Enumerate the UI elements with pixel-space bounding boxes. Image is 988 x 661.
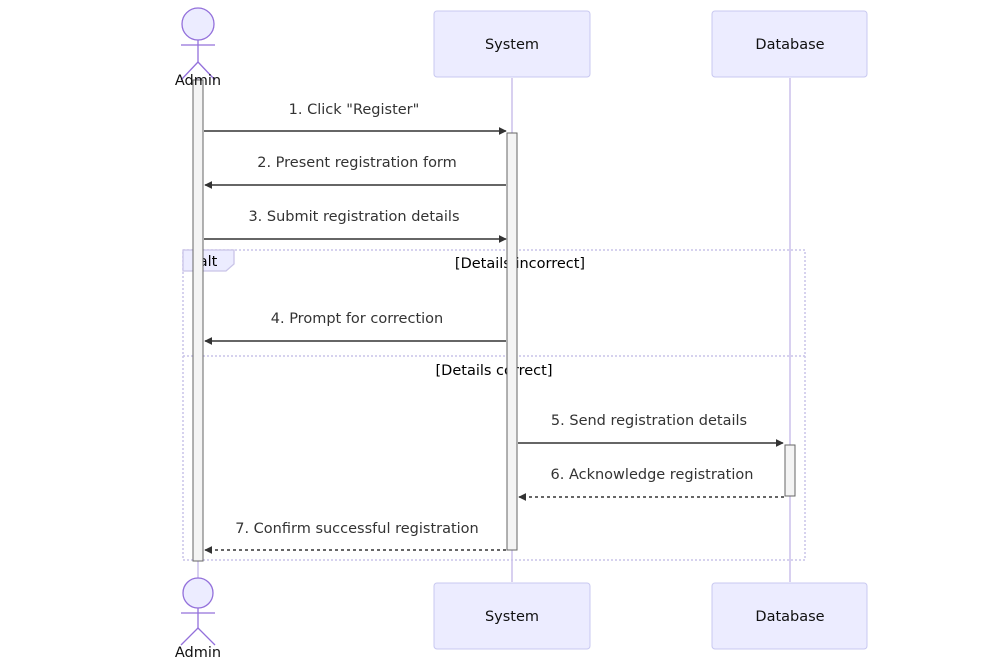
message-5-label: 5. Send registration details bbox=[551, 413, 747, 429]
alt-frame-border bbox=[182, 249, 806, 561]
participant-system-top bbox=[433, 10, 591, 78]
activation-admin bbox=[192, 79, 204, 562]
message-4-label: 4. Prompt for correction bbox=[271, 311, 443, 327]
activation-database bbox=[784, 444, 796, 497]
participant-database-bottom bbox=[711, 582, 868, 650]
message-2-label: 2. Present registration form bbox=[257, 155, 457, 171]
actor-admin-top bbox=[180, 7, 216, 81]
message-1-label: 1. Click "Register" bbox=[289, 102, 420, 118]
actor-admin-bottom-label: Admin bbox=[175, 645, 221, 661]
alt-frame: alt [Details incorrect] [Details correct… bbox=[182, 249, 806, 561]
participant-database-top-label: Database bbox=[755, 37, 824, 53]
participant-database-bottom-label: Database bbox=[755, 609, 824, 625]
actor-head-icon bbox=[181, 7, 215, 41]
message-6-label: 6. Acknowledge registration bbox=[551, 467, 754, 483]
participant-database-top bbox=[711, 10, 868, 78]
participant-system-bottom bbox=[433, 582, 591, 650]
message-3-label: 3. Submit registration details bbox=[248, 209, 459, 225]
participant-system-top-label: System bbox=[485, 37, 539, 53]
participant-system-bottom-label: System bbox=[485, 609, 539, 625]
actor-head-icon bbox=[182, 577, 214, 609]
actor-admin-top-label: Admin bbox=[175, 73, 221, 89]
alt-condition-incorrect: [Details incorrect] bbox=[455, 256, 585, 272]
message-7-label: 7. Confirm successful registration bbox=[235, 521, 479, 537]
activation-system bbox=[506, 132, 518, 551]
alt-condition-correct: [Details correct] bbox=[436, 363, 553, 379]
actor-admin-bottom bbox=[180, 577, 216, 646]
